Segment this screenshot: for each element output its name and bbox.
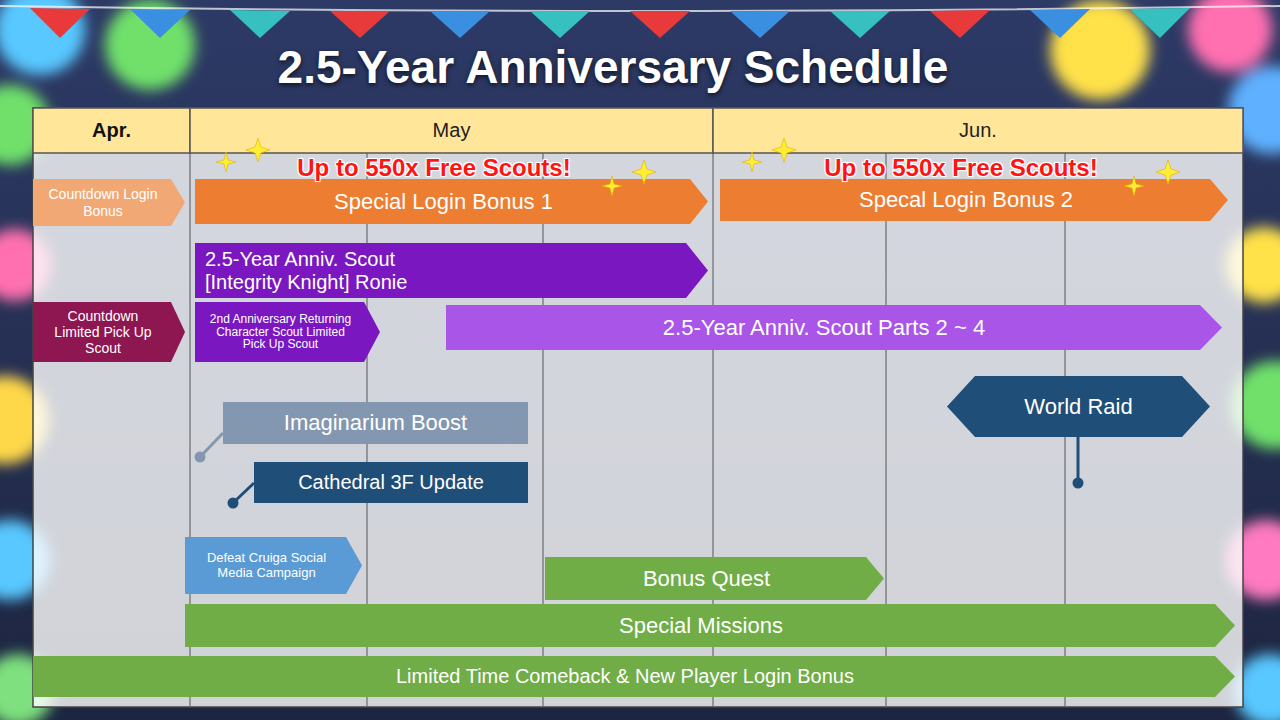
box-shape bbox=[223, 402, 528, 444]
arrow-shape bbox=[446, 305, 1222, 350]
bunting-flag bbox=[30, 8, 90, 38]
balloon bbox=[1188, 0, 1272, 72]
arrow-shape bbox=[545, 557, 884, 600]
chart-body bbox=[33, 108, 1243, 707]
arrow-shape bbox=[185, 537, 362, 594]
chart-title: 2.5-Year Anniversary Schedule bbox=[0, 40, 1226, 94]
leader-line bbox=[201, 433, 223, 456]
sparkle bbox=[742, 152, 762, 172]
sparkles bbox=[216, 138, 1180, 196]
hexagon-shape bbox=[947, 376, 1210, 437]
bar-label: 2nd Anniversary Returning Character Scou… bbox=[206, 313, 356, 352]
arrow-shape bbox=[195, 243, 708, 298]
bar-label: Countdown Login Bonus bbox=[44, 186, 162, 218]
bar-label: Apr. bbox=[92, 119, 131, 142]
bar-label: Countdown Limited Pick Up Scout bbox=[44, 308, 162, 356]
arrow-shape bbox=[195, 302, 380, 362]
bar-label: Cathedral 3F Update bbox=[298, 471, 484, 494]
month-header: May bbox=[190, 108, 713, 153]
bar-label: Jun. bbox=[959, 119, 997, 142]
bar-label: World Raid bbox=[1024, 394, 1132, 419]
leader-dot bbox=[1073, 478, 1084, 489]
event-bar: Limited Time Comeback & New Player Login… bbox=[33, 656, 1235, 697]
bar-label: Limited Time Comeback & New Player Login… bbox=[396, 665, 854, 688]
bunting-flag bbox=[230, 10, 290, 38]
arrow-shape bbox=[720, 179, 1228, 221]
bunting-flag bbox=[630, 11, 690, 38]
bar-label: Bonus Quest bbox=[643, 566, 770, 591]
bunting-flag bbox=[1030, 9, 1090, 38]
bar-label: Specal Login Bonus 2 bbox=[859, 187, 1073, 212]
event-bar: Specal Login Bonus 2 bbox=[720, 179, 1228, 221]
event-bar: Countdown Limited Pick Up Scout bbox=[33, 302, 185, 362]
event-hexagon: World Raid bbox=[947, 376, 1210, 437]
bar-label: Defeat Cruiga Social Media Campaign bbox=[197, 551, 337, 581]
arrow-shape bbox=[33, 179, 185, 226]
box-shape bbox=[190, 108, 713, 153]
box-shape bbox=[254, 462, 528, 503]
arrow-shape bbox=[195, 179, 708, 224]
event-bar: Bonus Quest bbox=[545, 557, 884, 600]
leader-line bbox=[1077, 437, 1080, 482]
balloon bbox=[105, 0, 195, 90]
box-shape bbox=[33, 108, 190, 153]
sparkle bbox=[246, 138, 270, 162]
bunting-flag bbox=[1130, 8, 1190, 38]
event-bar: Special Missions bbox=[185, 604, 1235, 647]
month-header: Jun. bbox=[713, 108, 1243, 153]
bar-label: Special Login Bonus 1 bbox=[334, 189, 553, 214]
bunting-flag bbox=[830, 11, 890, 38]
event-box: Cathedral 3F Update bbox=[254, 462, 528, 503]
bar-label: 2.5-Year Anniv. Scout [Integrity Knight]… bbox=[205, 248, 455, 294]
arrow-shape bbox=[185, 604, 1235, 647]
bar-label: May bbox=[433, 119, 471, 142]
sparkle bbox=[632, 160, 656, 184]
leader-line bbox=[234, 483, 254, 502]
event-bar: 2nd Anniversary Returning Character Scou… bbox=[195, 302, 380, 362]
bunting-flag bbox=[730, 11, 790, 38]
event-box: Imaginarium Boost bbox=[223, 402, 528, 444]
bunting-flag bbox=[530, 11, 590, 38]
leader-dot bbox=[228, 498, 239, 509]
sparkle bbox=[1156, 160, 1180, 184]
bunting-flag bbox=[930, 10, 990, 38]
bar-label: Imaginarium Boost bbox=[284, 410, 467, 435]
bar-label: Special Missions bbox=[619, 613, 783, 638]
leader-lines bbox=[195, 433, 1084, 509]
sparkle bbox=[772, 138, 796, 162]
bunting-flag bbox=[430, 11, 490, 38]
bunting bbox=[0, 6, 1280, 38]
sparkle bbox=[216, 152, 236, 172]
promo-label: Up to 550x Free Scouts! bbox=[751, 155, 1171, 181]
sparkle bbox=[602, 176, 622, 196]
event-bar: Countdown Login Bonus bbox=[33, 179, 185, 226]
event-bar: 2.5-Year Anniv. Scout Parts 2 ~ 4 bbox=[446, 305, 1222, 350]
arrow-shape bbox=[33, 656, 1235, 697]
bunting-flag bbox=[330, 11, 390, 38]
month-header: Apr. bbox=[33, 108, 190, 153]
box-shape bbox=[713, 108, 1243, 153]
bar-label: 2.5-Year Anniv. Scout Parts 2 ~ 4 bbox=[663, 315, 985, 340]
arrow-shape bbox=[33, 302, 185, 362]
promo-label: Up to 550x Free Scouts! bbox=[224, 155, 644, 181]
sparkle bbox=[1124, 176, 1144, 196]
event-bar: Special Login Bonus 1 bbox=[195, 179, 708, 224]
event-bar: Defeat Cruiga Social Media Campaign bbox=[185, 537, 362, 594]
bunting-flag bbox=[130, 9, 190, 38]
leader-dot bbox=[195, 452, 206, 463]
event-bar: 2.5-Year Anniv. Scout [Integrity Knight]… bbox=[195, 243, 708, 298]
